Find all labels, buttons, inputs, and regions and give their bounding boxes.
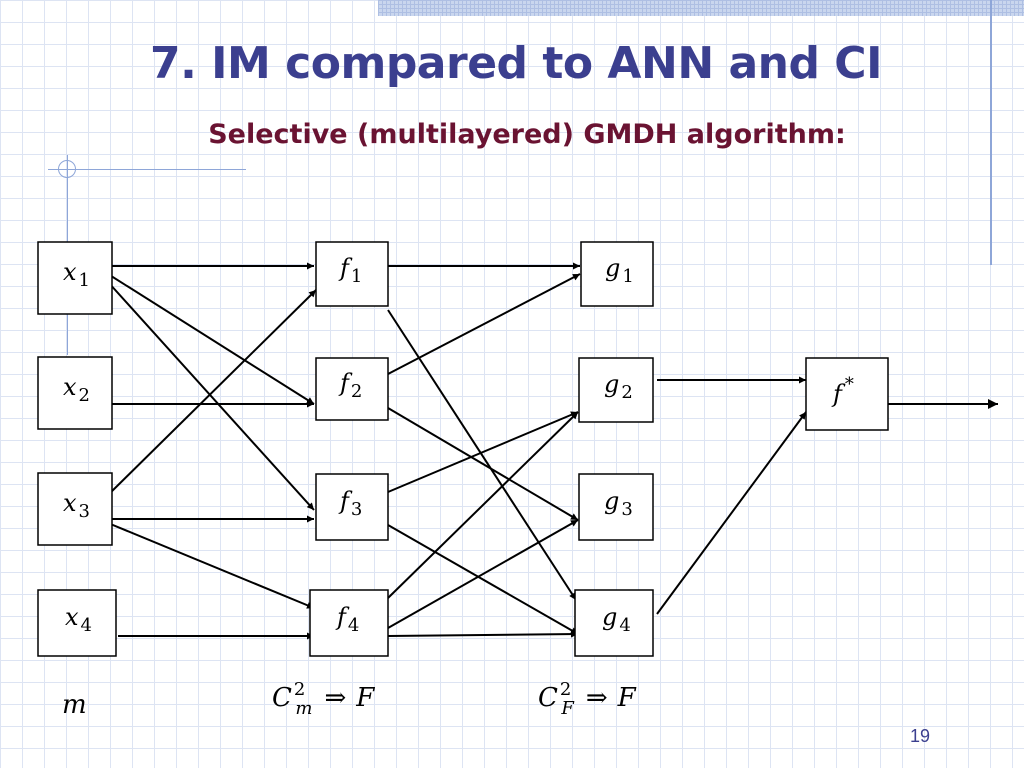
node-box-x2 (37, 356, 113, 430)
edge-x3-f4 (107, 522, 315, 609)
node-box-g1 (580, 241, 654, 307)
connection-layer (105, 262, 998, 640)
caption-inputs: m (62, 690, 87, 720)
node-box-f3 (315, 473, 389, 541)
edge-f2-g1 (387, 273, 581, 375)
edge-f3-g2 (387, 411, 579, 493)
node-box-output (805, 357, 889, 431)
node-box-x3 (37, 472, 113, 546)
node-box-x4 (37, 589, 117, 657)
top-decorative-band (378, 0, 1024, 16)
edge-f4-g2 (387, 411, 579, 599)
page-number: 19 (909, 726, 931, 746)
right-decorative-line (990, 0, 992, 265)
edge-f3-g4 (387, 524, 579, 635)
edge-f1-g4 (387, 309, 577, 601)
node-box-g3 (578, 473, 654, 541)
edge-x1-f3 (107, 281, 315, 511)
node-box-f4 (309, 589, 389, 657)
decorative-crosshair-horizontal (48, 169, 246, 170)
node-box-x1 (37, 241, 113, 315)
slide-subtitle: Selective (multilayered) GMDH algorithm: (208, 119, 846, 150)
node-box-f1 (315, 241, 389, 307)
edge-f4-g4 (387, 630, 579, 638)
node-box-g2 (578, 357, 654, 423)
edge-x3-f1 (105, 289, 317, 498)
node-box-g4 (574, 589, 654, 657)
decorative-crosshair-circle (58, 160, 76, 178)
edge-x1-f2 (107, 273, 315, 405)
slide-title: 7. IM compared to ANN and CI (150, 38, 882, 89)
edge-f4-g3 (387, 519, 579, 629)
edge-f2-g3 (387, 407, 579, 521)
edge-g4-out (656, 411, 807, 615)
node-output: f* (805, 357, 889, 431)
node-box-f2 (315, 357, 389, 421)
